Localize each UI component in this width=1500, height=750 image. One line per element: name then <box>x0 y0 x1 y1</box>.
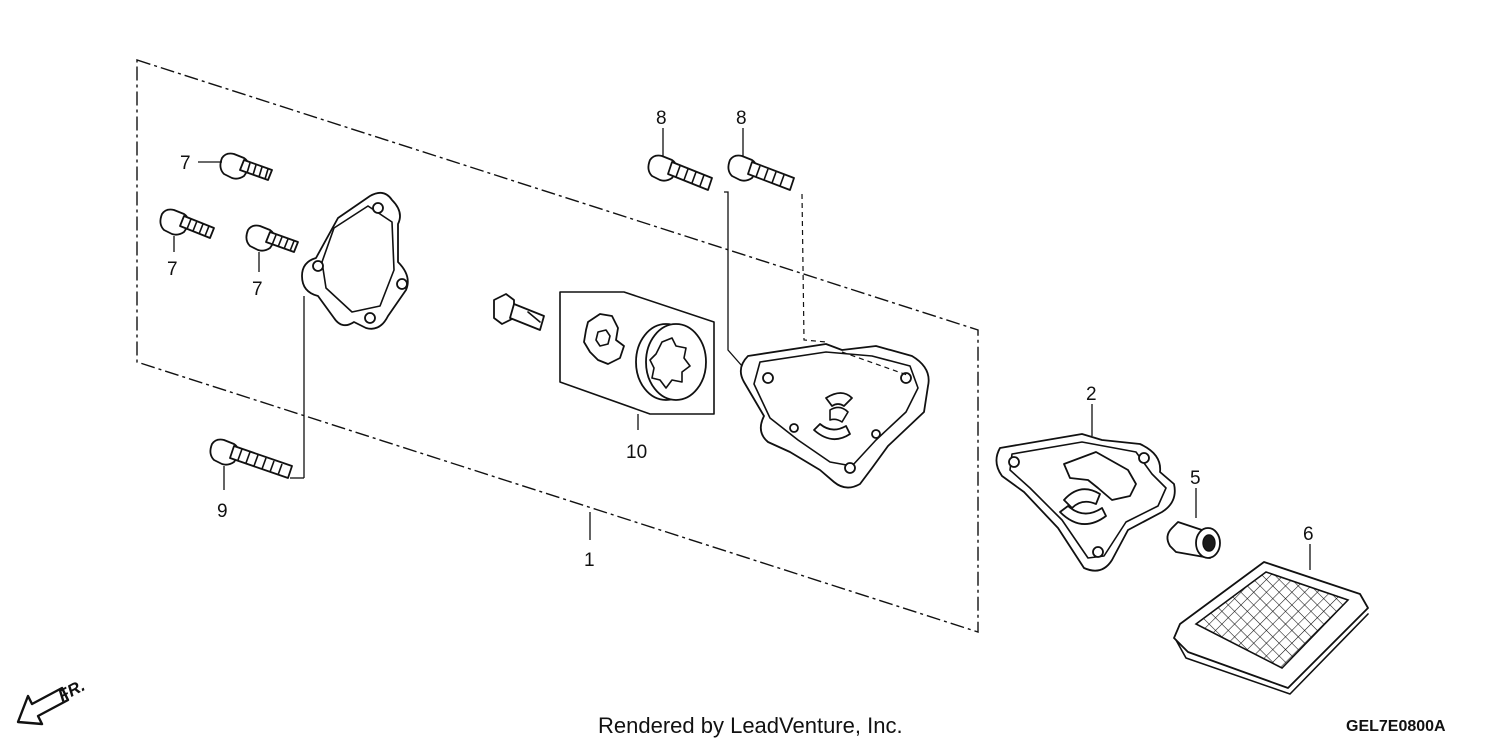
bolt-8-left[interactable] <box>647 128 713 191</box>
outer-rotor[interactable] <box>635 323 707 401</box>
diagram-code: GEL7E0800A <box>1346 718 1446 735</box>
callout-1: 1 <box>584 550 595 571</box>
front-direction-marker: FR. <box>16 676 88 726</box>
callout-6: 6 <box>1303 524 1314 545</box>
bolt-7-middle[interactable] <box>245 224 299 273</box>
callout-2: 2 <box>1086 384 1097 405</box>
bolt-8-right[interactable] <box>727 128 795 191</box>
footer-credit: Rendered by LeadVenture, Inc. <box>598 713 903 738</box>
callout-5: 5 <box>1190 468 1201 489</box>
callout-10: 10 <box>626 442 647 463</box>
callout-8-left: 8 <box>656 108 667 129</box>
callout-8-right: 8 <box>736 108 747 129</box>
pump-cover[interactable] <box>290 191 409 479</box>
rotor-set-box <box>559 291 715 415</box>
front-arrow-icon <box>16 686 70 726</box>
callout-7-middle: 7 <box>252 279 263 300</box>
strainer-screen[interactable] <box>1173 544 1369 695</box>
bolt-7-left[interactable] <box>159 208 215 253</box>
pump-body[interactable] <box>739 343 930 489</box>
assembly-boundary <box>136 59 979 633</box>
bolt-7-top[interactable] <box>198 152 273 181</box>
gasket[interactable] <box>995 404 1176 572</box>
inner-rotor[interactable] <box>583 313 625 365</box>
bolt-9[interactable] <box>209 438 293 491</box>
callout-7-left: 7 <box>167 259 178 280</box>
callout-7-top: 7 <box>180 153 191 174</box>
pump-pin[interactable] <box>493 293 545 331</box>
bushing[interactable] <box>1166 488 1221 559</box>
callout-9: 9 <box>217 501 228 522</box>
